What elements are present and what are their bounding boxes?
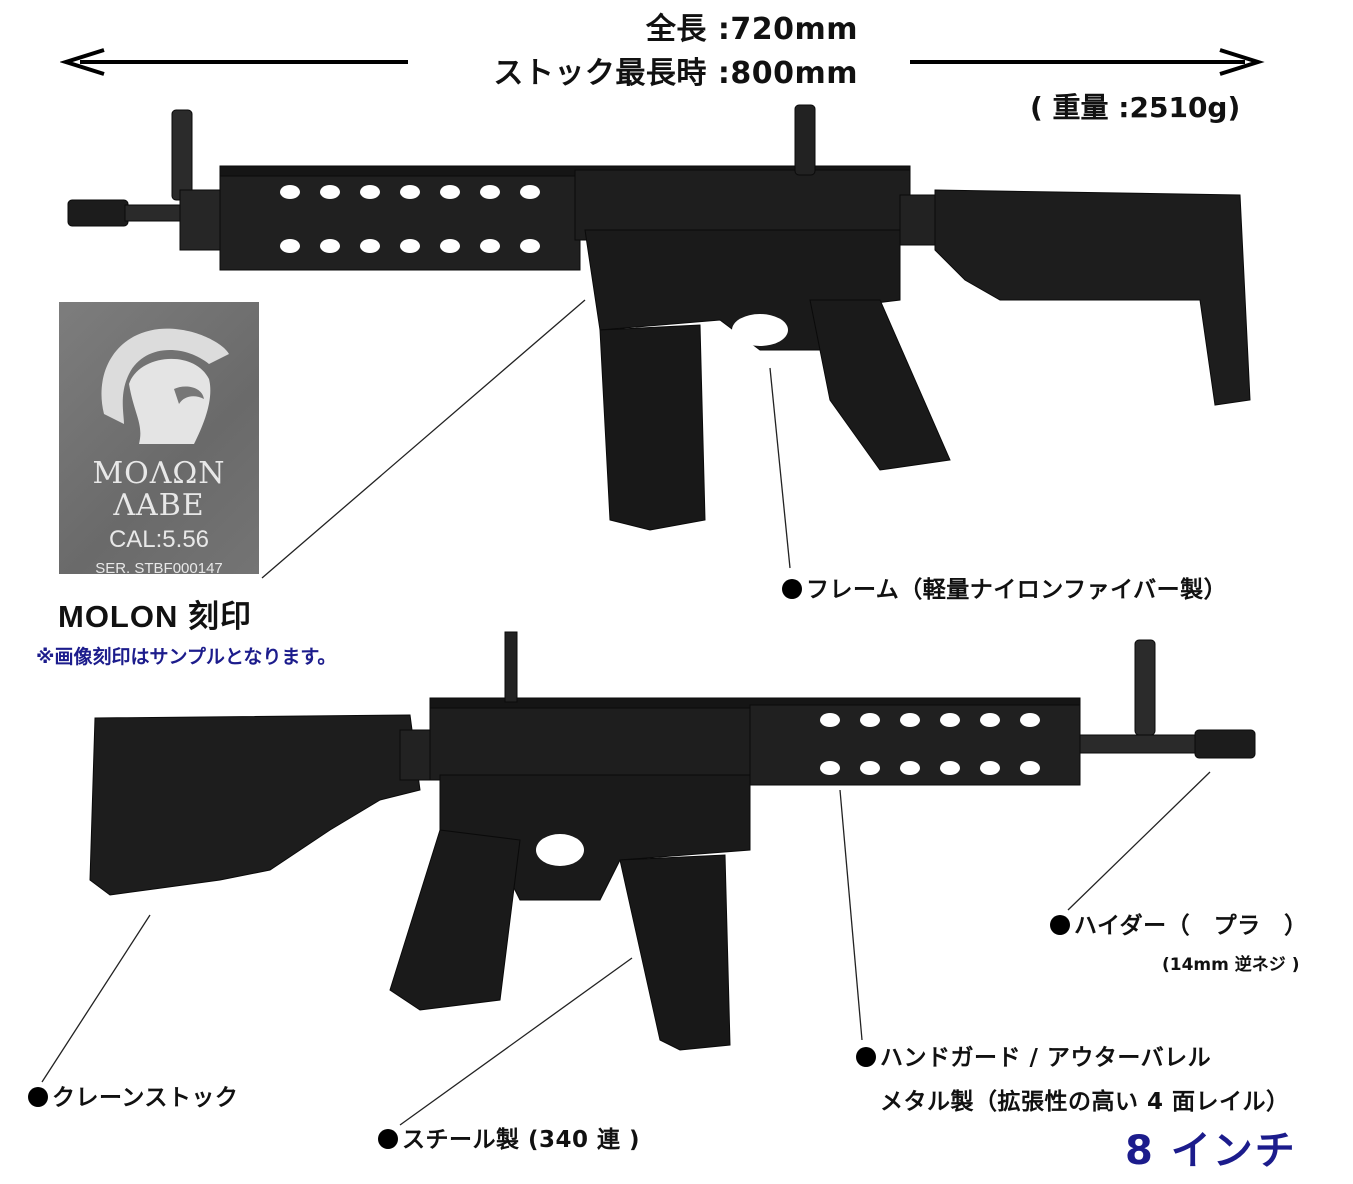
bullet-icon <box>1050 915 1070 935</box>
engraving-line2: ΛΑΒΕ <box>113 488 205 523</box>
bullet-icon <box>378 1129 398 1149</box>
engraving-caliber: CAL:5.56 <box>108 526 210 553</box>
stock-extended-length-spec: ストック最長時 :800mm <box>493 56 858 91</box>
callout-flash-hider-note: (14mm 逆ネジ ) <box>1162 955 1300 975</box>
length-arrow-right-icon <box>910 48 1265 76</box>
overall-length-spec: 全長 :720mm <box>645 12 858 47</box>
engraving-serial: SER. STBF000147 <box>95 560 223 577</box>
engraving-sample-note: ※画像刻印はサンプルとなります。 <box>36 646 337 668</box>
callout-magazine: スチール製 (340 連 ) <box>378 1120 640 1154</box>
weight-spec: ( 重量 :2510g) <box>1030 91 1241 124</box>
length-arrow-left-icon <box>60 48 408 76</box>
rifle-top-image <box>67 104 1251 531</box>
spartan-helmet-icon <box>101 328 229 444</box>
molon-engraving-sample-image: ΜΟΛΩΝ ΛΑΒΕ CAL:5.56 SER. STBF000147 <box>59 302 259 577</box>
engraving-line1: ΜΟΛΩΝ <box>92 456 226 491</box>
handguard-size-label: 8 インチ <box>1125 1128 1297 1174</box>
molon-engraving-title: MOLON 刻印 <box>58 599 252 634</box>
bullet-icon <box>782 579 802 599</box>
bullet-icon <box>856 1047 876 1067</box>
callout-crane-stock: クレーンストック <box>28 1078 238 1112</box>
callout-flash-hider: ハイダー（ プラ ） <box>1050 906 1308 940</box>
rifle-bottom-image <box>89 631 1256 1051</box>
callout-handguard-line2: メタル製（拡張性の高い 4 面レイル） <box>880 1089 1290 1115</box>
bullet-icon <box>28 1087 48 1107</box>
callout-handguard-line1: ハンドガード / アウターバレル <box>856 1038 1211 1072</box>
callout-frame: フレーム（軽量ナイロンファイバー製） <box>782 570 1227 604</box>
